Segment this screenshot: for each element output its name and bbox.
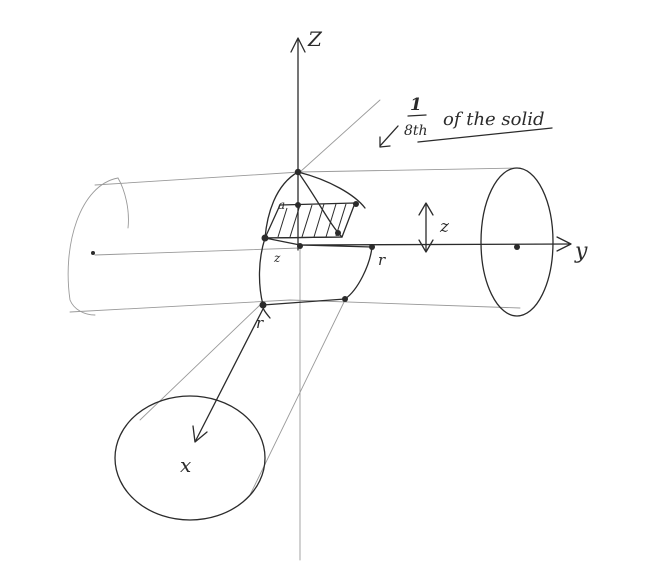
z-axis: [290, 37, 306, 251]
label-a: a: [278, 198, 285, 212]
y-axis: [299, 236, 572, 252]
bottom-cylinder-end: [114, 395, 266, 521]
right-cylinder-end: [480, 167, 554, 317]
label-z-height: z: [439, 217, 450, 237]
annotation-arrow: [379, 125, 399, 148]
solid-vertices: [259, 168, 375, 309]
right-axis-point: [514, 244, 520, 250]
z-axis-label: Z: [307, 27, 323, 51]
x-axis: [192, 304, 266, 443]
fraction-numerator: 1: [410, 95, 422, 115]
y-axis-label: y: [574, 239, 588, 264]
x-axis-label: x: [180, 453, 191, 477]
label-r-x: r: [256, 314, 264, 332]
annotation-text: of the solid: [443, 109, 545, 130]
label-z-small: z: [273, 251, 281, 265]
fraction-denominator: 8th: [404, 123, 428, 139]
left-axis-point: [91, 251, 95, 255]
label-r-y: r: [378, 251, 386, 269]
annotation-underline: [417, 127, 553, 143]
left-cylinder-cap: [67, 177, 119, 316]
cross-section: [264, 202, 356, 239]
fraction-bar: [407, 114, 427, 117]
z-height-arrow: [418, 202, 434, 253]
left-cylinder-rim: [117, 177, 129, 229]
construction-lines: [69, 99, 521, 561]
